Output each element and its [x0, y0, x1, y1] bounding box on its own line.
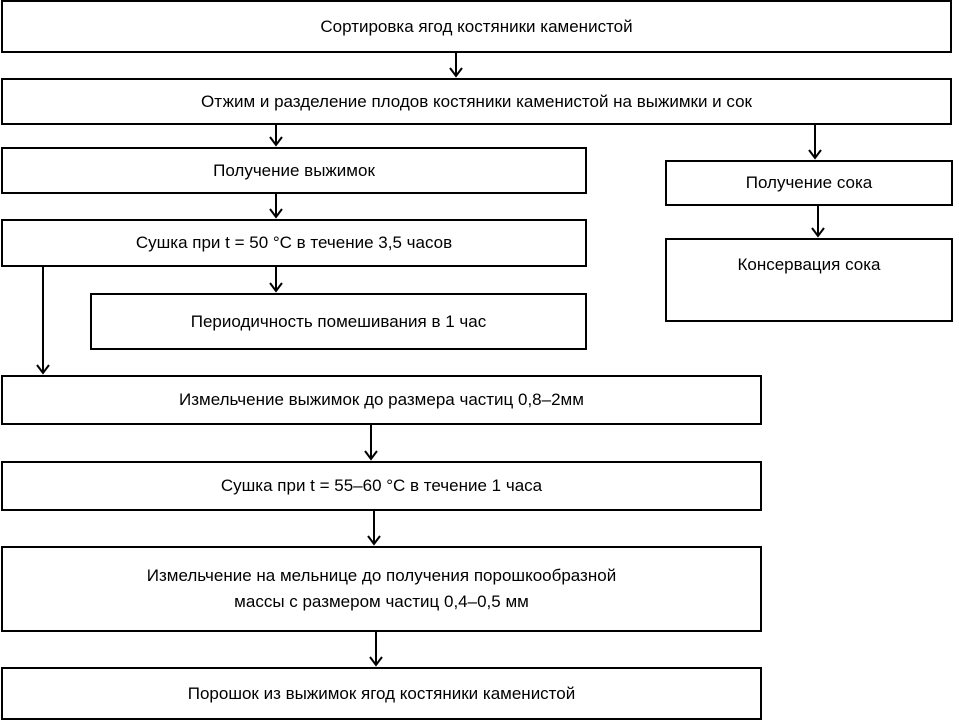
step-preserve-juice-label: Консервация сока — [737, 255, 881, 274]
step-preserve-juice: Консервация сока — [665, 238, 953, 322]
step-stirring-period: Периодичность помешивания в 1 час — [90, 293, 587, 350]
step-dry-55-60: Сушка при t = 55–60 °C в течение 1 часа — [1, 461, 762, 511]
arrow-dry-50-to-grind — [36, 267, 50, 375]
arrow-pomace-to-dry-50 — [269, 194, 283, 219]
arrow-mill-to-powder — [369, 632, 383, 667]
arrow-press-to-pomace — [269, 125, 283, 147]
step-get-pomace: Получение выжимок — [1, 147, 587, 194]
step-mill-grind: Измельчение на мельнице до получения пор… — [1, 546, 762, 632]
step-dry-50-label: Сушка при t = 50 °C в течение 3,5 часов — [135, 233, 453, 252]
arrow-press-to-juice — [808, 125, 822, 160]
step-get-juice-label: Получение сока — [745, 173, 873, 192]
step-get-pomace-label: Получение выжимок — [213, 160, 375, 180]
arrow-dry-50-to-stirring — [269, 267, 283, 293]
step-grind-pomace: Измельчение выжимок до размера частиц 0,… — [1, 375, 762, 425]
step-dry-50: Сушка при t = 50 °C в течение 3,5 часов — [1, 219, 587, 267]
step-stirring-period-label: Периодичность помешивания в 1 час — [190, 311, 487, 331]
step-mill-grind-label-line2: массы с размером частиц 0,4–0,5 мм — [234, 592, 529, 611]
step-press-separate-label: Отжим и разделение плодов костяники каме… — [201, 91, 752, 111]
step-final-powder: Порошок из выжимок ягод костяники камени… — [1, 667, 762, 720]
arrow-dry-55-60-to-mill — [367, 511, 381, 546]
step-sort-berries-label: Сортировка ягод костяники каменистой — [320, 16, 633, 36]
step-dry-55-60-label: Сушка при t = 55–60 °C в течение 1 часа — [220, 476, 543, 495]
step-sort-berries: Сортировка ягод костяники каменистой — [1, 0, 952, 53]
arrow-juice-to-preserve — [811, 206, 825, 238]
step-press-separate: Отжим и разделение плодов костяники каме… — [1, 78, 952, 125]
step-final-powder-label: Порошок из выжимок ягод костяники камени… — [187, 683, 576, 703]
arrow-sort-to-press — [449, 53, 463, 78]
step-get-juice: Получение сока — [665, 160, 953, 206]
step-grind-pomace-label: Измельчение выжимок до размера частиц 0,… — [179, 390, 584, 409]
step-mill-grind-label-line1: Измельчение на мельнице до получения пор… — [146, 566, 617, 585]
arrow-grind-to-dry-55-60 — [364, 425, 378, 461]
